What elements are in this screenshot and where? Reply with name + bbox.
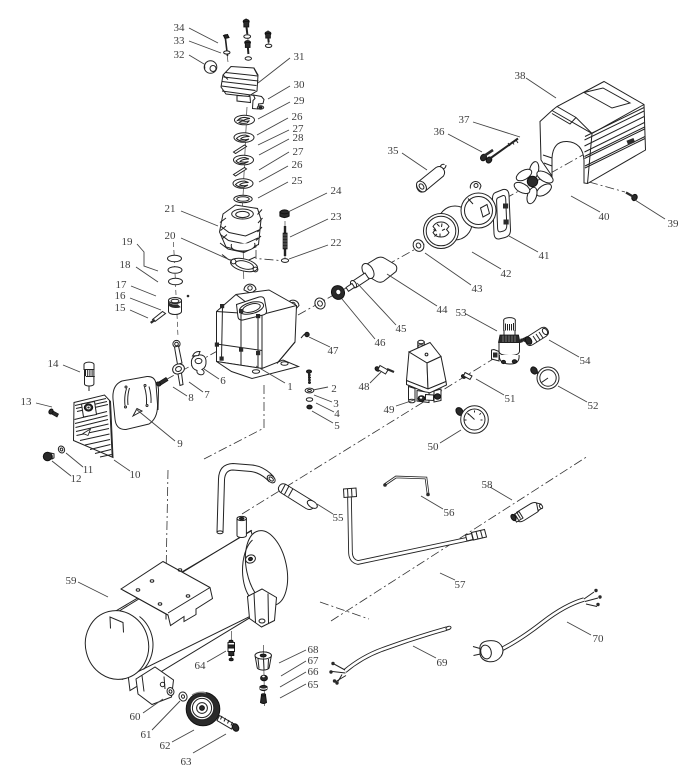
svg-text:56: 56 — [444, 507, 456, 519]
svg-text:46: 46 — [375, 337, 387, 349]
svg-text:37: 37 — [459, 114, 471, 126]
svg-text:44: 44 — [437, 304, 449, 316]
svg-text:63: 63 — [181, 756, 193, 768]
svg-text:32: 32 — [174, 49, 185, 61]
svg-text:59: 59 — [66, 575, 78, 587]
svg-text:20: 20 — [165, 230, 177, 242]
svg-text:22: 22 — [331, 237, 342, 249]
svg-text:54: 54 — [580, 355, 592, 367]
svg-text:2: 2 — [331, 383, 337, 395]
svg-text:6: 6 — [220, 375, 226, 387]
svg-text:53: 53 — [456, 307, 468, 319]
svg-text:67: 67 — [308, 655, 320, 667]
svg-text:13: 13 — [21, 396, 33, 408]
svg-text:25: 25 — [292, 175, 304, 187]
svg-text:23: 23 — [331, 211, 343, 223]
svg-text:15: 15 — [115, 302, 127, 314]
svg-text:16: 16 — [115, 290, 127, 302]
svg-text:48: 48 — [359, 381, 371, 393]
svg-text:52: 52 — [588, 400, 599, 412]
svg-text:26: 26 — [292, 111, 304, 123]
svg-text:4: 4 — [334, 408, 340, 420]
svg-text:64: 64 — [195, 660, 207, 672]
svg-text:47: 47 — [328, 345, 340, 357]
svg-text:49: 49 — [384, 404, 396, 416]
svg-text:65: 65 — [308, 679, 320, 691]
svg-text:51: 51 — [505, 393, 516, 405]
svg-text:21: 21 — [165, 203, 176, 215]
svg-text:18: 18 — [120, 259, 132, 271]
svg-text:66: 66 — [308, 666, 320, 678]
svg-text:42: 42 — [501, 268, 512, 280]
svg-text:7: 7 — [204, 389, 210, 401]
svg-text:39: 39 — [668, 218, 680, 230]
svg-text:70: 70 — [593, 633, 605, 645]
svg-text:50: 50 — [428, 441, 440, 453]
svg-text:28: 28 — [293, 132, 305, 144]
svg-text:10: 10 — [130, 469, 142, 481]
svg-text:9: 9 — [177, 438, 183, 450]
svg-text:8: 8 — [188, 392, 194, 404]
svg-text:14: 14 — [48, 358, 60, 370]
svg-text:26: 26 — [292, 159, 304, 171]
svg-text:55: 55 — [333, 512, 345, 524]
svg-text:33: 33 — [174, 35, 186, 47]
svg-text:27: 27 — [293, 123, 305, 135]
svg-text:41: 41 — [539, 250, 550, 262]
svg-text:40: 40 — [599, 211, 611, 223]
svg-text:3: 3 — [333, 398, 339, 410]
svg-text:11: 11 — [83, 464, 94, 476]
svg-text:68: 68 — [308, 644, 320, 656]
svg-text:29: 29 — [294, 95, 306, 107]
svg-text:24: 24 — [331, 185, 343, 197]
svg-text:19: 19 — [122, 236, 134, 248]
svg-text:45: 45 — [396, 323, 408, 335]
svg-text:60: 60 — [130, 711, 142, 723]
svg-text:31: 31 — [294, 51, 305, 63]
svg-text:62: 62 — [160, 740, 171, 752]
svg-text:57: 57 — [455, 579, 467, 591]
svg-text:34: 34 — [174, 22, 186, 34]
svg-text:69: 69 — [437, 657, 449, 669]
svg-text:36: 36 — [434, 126, 446, 138]
svg-text:38: 38 — [515, 70, 527, 82]
svg-text:43: 43 — [472, 283, 484, 295]
svg-text:30: 30 — [294, 79, 306, 91]
svg-text:35: 35 — [388, 145, 400, 157]
svg-text:61: 61 — [141, 729, 152, 741]
svg-text:58: 58 — [482, 479, 494, 491]
svg-text:27: 27 — [293, 146, 305, 158]
svg-text:1: 1 — [287, 381, 293, 393]
svg-text:5: 5 — [334, 420, 340, 432]
svg-text:12: 12 — [71, 473, 82, 485]
svg-text:17: 17 — [116, 279, 128, 291]
